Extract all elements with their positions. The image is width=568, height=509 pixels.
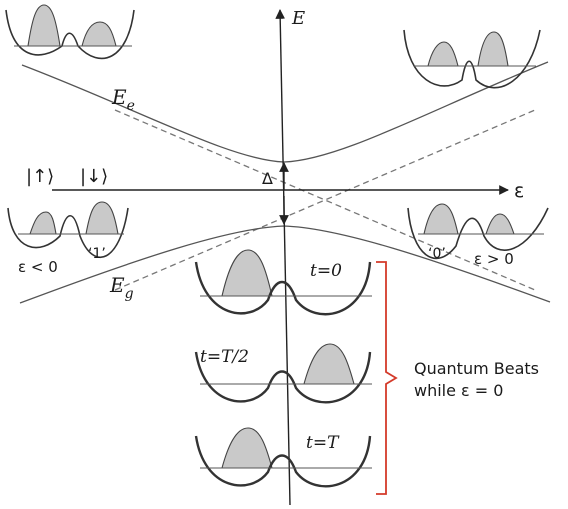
right-well-label: ‘0’	[428, 246, 446, 262]
energy-axis-label: E	[291, 8, 305, 29]
diabatic-line-up	[114, 109, 536, 291]
excited-energy-curve	[21, 61, 549, 163]
ground-subscript: g	[125, 286, 134, 302]
gap-label: Δ	[262, 169, 273, 188]
beats-caption-line1: Quantum Beats	[414, 359, 539, 378]
ground-level-label: Eg	[109, 273, 134, 302]
beats-caption-line2: while ε = 0	[414, 381, 503, 400]
energy-axis	[275, 9, 291, 506]
excited-level-label: Ee	[111, 85, 135, 114]
double-well-left-ground: ‘1’ ε < 0	[7, 201, 129, 276]
beat-well-t0: t=0	[194, 249, 372, 316]
left-condition-label: ε < 0	[18, 258, 58, 276]
beat-well-thalf: t=T/2	[194, 343, 372, 404]
double-well-right-ground: ‘0’ ε > 0	[407, 203, 549, 268]
diabatic-line-down	[114, 109, 536, 291]
beat-time-label-2: t=T	[306, 433, 340, 453]
beat-well-tT: t=T	[194, 427, 372, 488]
beat-time-label-1: t=T/2	[200, 347, 249, 367]
down-state-ket: |↓⟩	[80, 166, 108, 187]
double-well-top-right	[403, 29, 541, 89]
beat-time-label-0: t=0	[310, 261, 342, 281]
double-well-top-left	[5, 4, 135, 60]
detuning-axis-label: ε	[514, 180, 524, 202]
up-state-ket: |↑⟩	[26, 166, 54, 187]
beats-brace	[376, 261, 398, 495]
left-well-label: ‘1’	[88, 246, 106, 262]
excited-subscript: e	[127, 98, 135, 114]
right-condition-label: ε > 0	[474, 250, 514, 268]
